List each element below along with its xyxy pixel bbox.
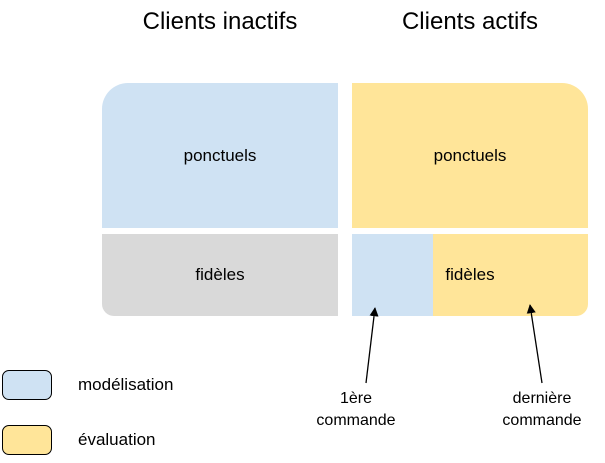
active-fideles-label: fidèles <box>445 265 495 284</box>
last-order-line1: dernière <box>512 390 572 407</box>
legend-label-modelisation: modélisation <box>78 375 174 394</box>
inactive-fideles-block: fidèles <box>102 234 338 316</box>
inactive-ponctuels-block: ponctuels <box>102 83 338 228</box>
active-ponctuels-block: ponctuels <box>352 83 588 228</box>
active-clients-title: Clients actifs <box>401 8 539 35</box>
last-order-line2: commande <box>502 412 582 429</box>
first-order-arrow <box>365 307 379 384</box>
first-order-line1: 1ère <box>339 390 373 407</box>
last-order-annotation: dernière commande <box>482 388 602 432</box>
active-fideles-modelisation-part <box>352 234 433 316</box>
first-order-line2: commande <box>316 412 396 429</box>
inactive-fideles-label: fidèles <box>195 265 245 284</box>
legend-label-evaluation: évaluation <box>78 430 156 449</box>
first-order-annotation: 1ère commande <box>296 388 416 432</box>
legend-swatch-modelisation <box>2 370 52 400</box>
inactive-ponctuels-label: ponctuels <box>183 145 257 165</box>
legend-swatch-evaluation <box>2 425 52 455</box>
last-order-arrow <box>526 304 543 384</box>
active-ponctuels-label: ponctuels <box>433 145 507 165</box>
inactive-clients-title: Clients inactifs <box>142 8 298 35</box>
active-fideles-block: fidèles <box>352 234 588 316</box>
